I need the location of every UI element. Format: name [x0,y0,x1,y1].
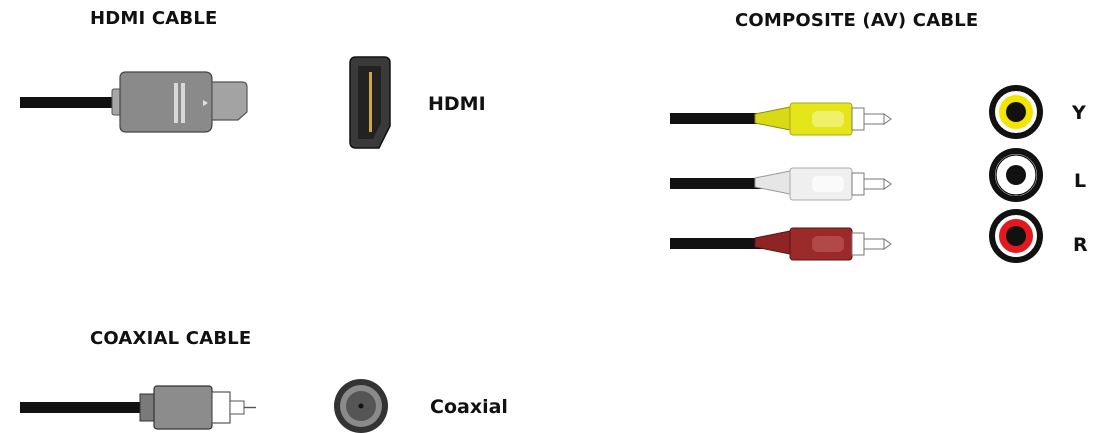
hdmi-cable-plug-icon [20,71,248,133]
rca-yellow-jack-icon [989,85,1043,139]
coaxial-port-icon [334,379,388,433]
coaxial-port-label: Coaxial [430,396,508,418]
composite-r-label: R [1073,234,1088,256]
hdmi-port-label: HDMI [428,93,486,115]
hdmi-cable-heading: HDMI CABLE [90,8,218,29]
rca-red-plug-icon [670,227,892,261]
coaxial-cable-plug-icon [20,385,256,430]
composite-cable-heading: COMPOSITE (AV) CABLE [735,10,979,31]
rca-white-plug-icon [670,167,892,201]
coaxial-cable-heading: COAXIAL CABLE [90,328,252,349]
rca-red-jack-icon [989,209,1043,263]
composite-y-label: Y [1072,102,1086,124]
composite-l-label: L [1074,170,1087,192]
rca-white-jack-icon [989,148,1043,202]
rca-yellow-plug-icon [670,102,892,136]
hdmi-port-icon [349,56,391,149]
